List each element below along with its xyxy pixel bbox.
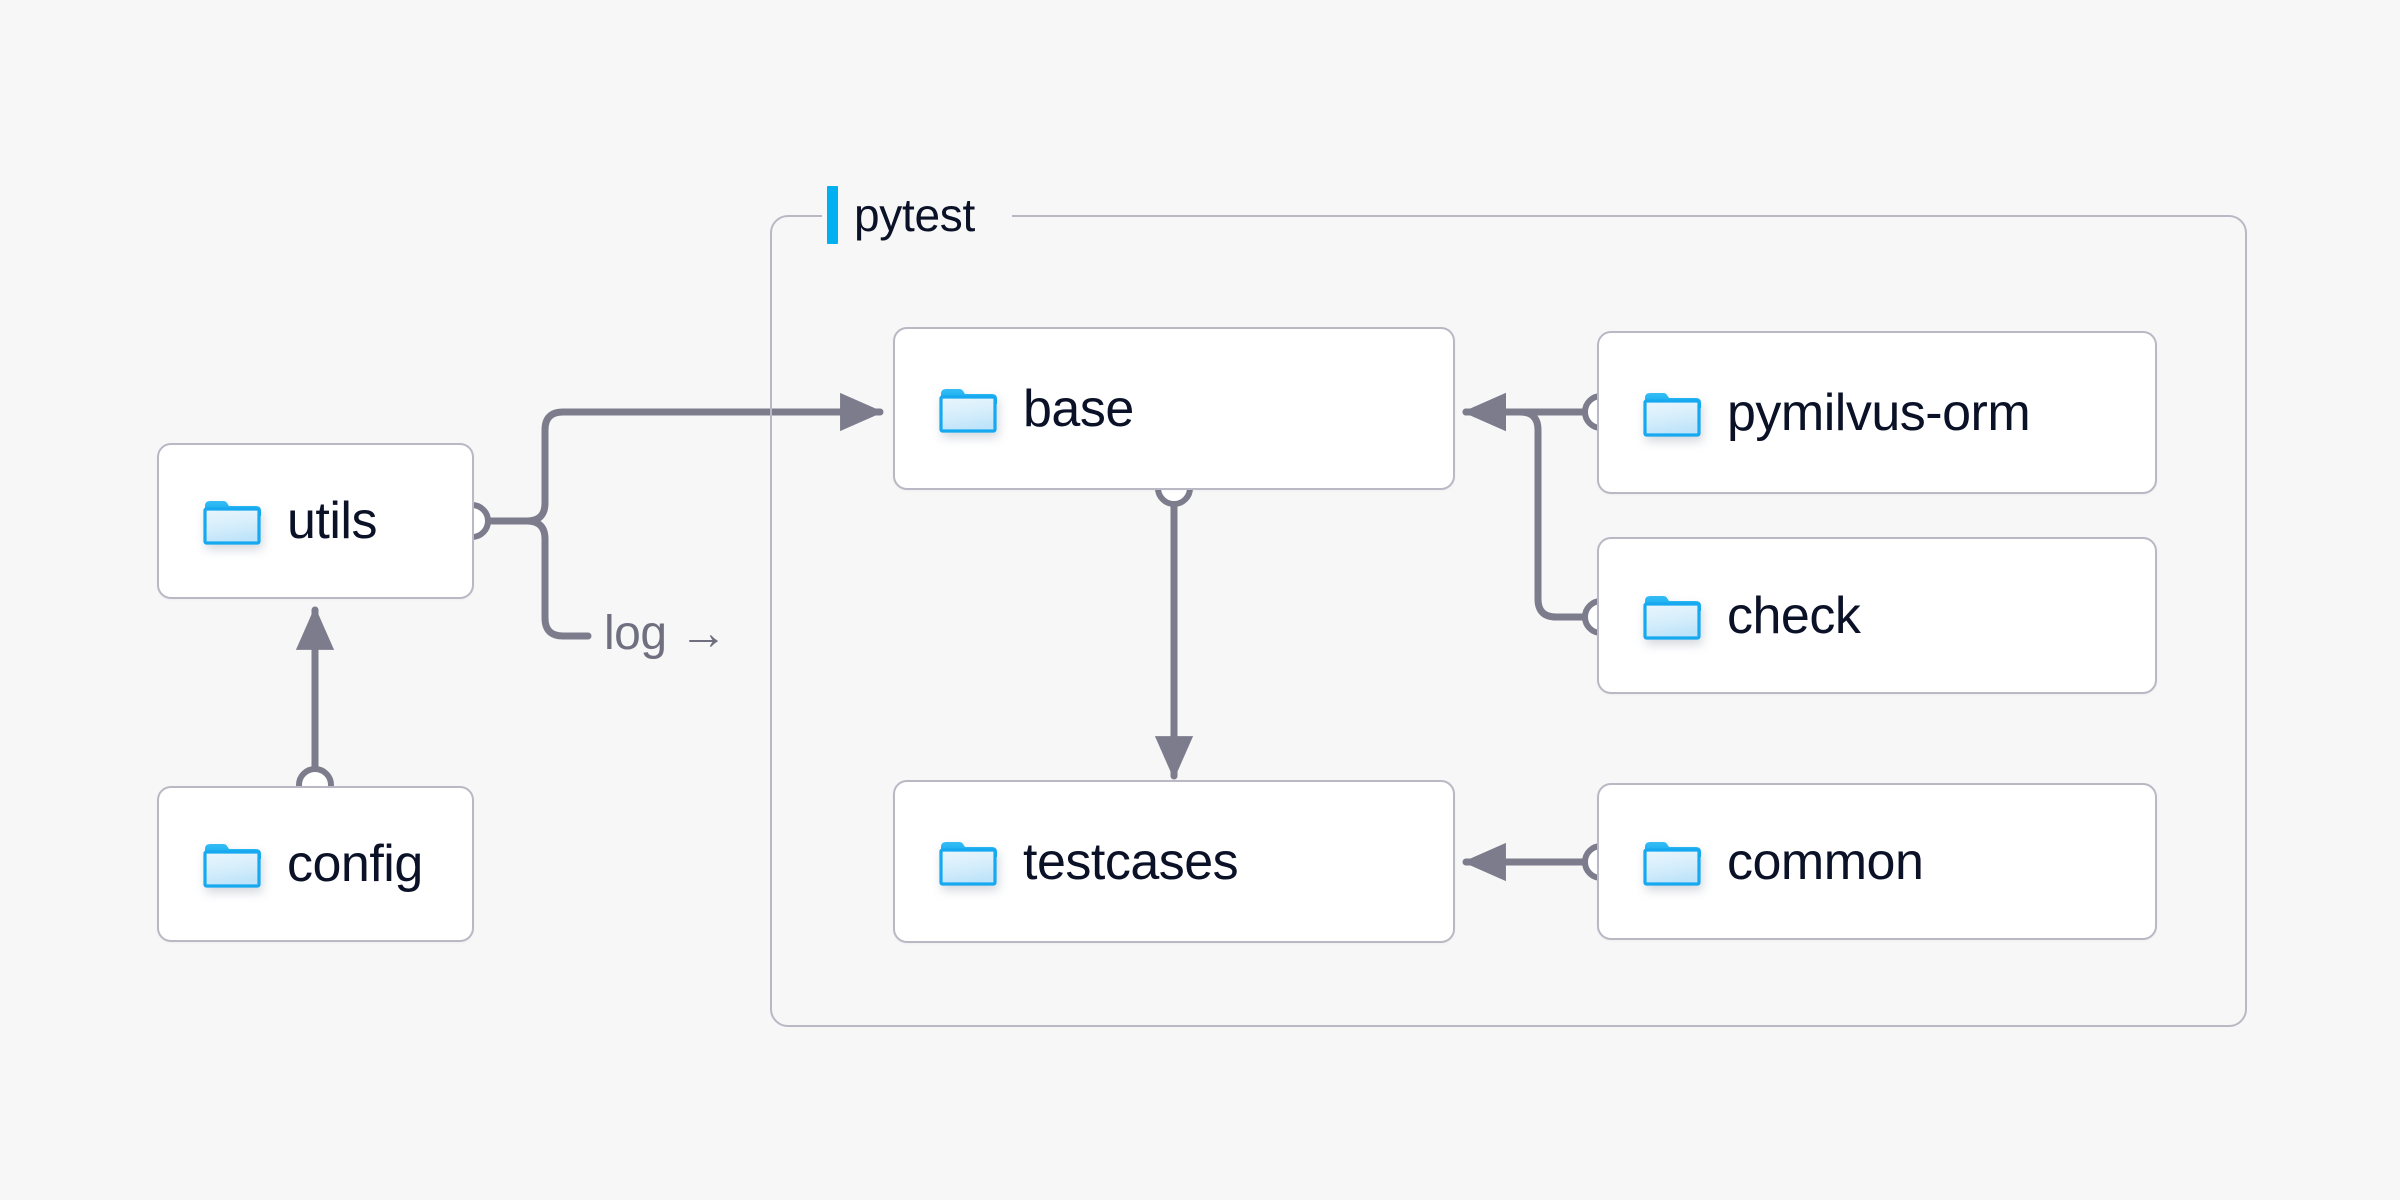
node-base[interactable]: base (893, 327, 1455, 490)
node-label: config (287, 835, 423, 893)
node-label: testcases (1023, 832, 1239, 891)
group-label-pytest: pytest (827, 186, 975, 244)
folder-icon (939, 385, 997, 433)
node-testcases[interactable]: testcases (893, 780, 1455, 943)
node-pymilvus-orm[interactable]: pymilvus-orm (1597, 331, 2157, 494)
group-title-text: pytest (854, 189, 975, 241)
folder-icon (939, 838, 997, 886)
edge-utils-to-log (488, 517, 592, 640)
node-label: utils (287, 492, 377, 550)
group-container-pytest (770, 215, 2247, 1027)
node-common[interactable]: common (1597, 783, 2157, 940)
folder-icon (203, 840, 261, 888)
folder-icon (1643, 389, 1701, 437)
accent-bar-icon (827, 186, 838, 244)
folder-icon (1643, 838, 1701, 886)
node-label: common (1727, 832, 1924, 891)
node-label: base (1023, 379, 1134, 438)
edge-label-log: log → (604, 607, 727, 660)
node-config[interactable]: config (157, 786, 474, 942)
folder-icon (203, 497, 261, 545)
node-check[interactable]: check (1597, 537, 2157, 694)
group-label-gap-mask (822, 206, 1012, 228)
node-utils[interactable]: utils (157, 443, 474, 599)
folder-icon (1643, 592, 1701, 640)
node-label: check (1727, 586, 1861, 645)
node-label: pymilvus-orm (1727, 383, 2031, 442)
